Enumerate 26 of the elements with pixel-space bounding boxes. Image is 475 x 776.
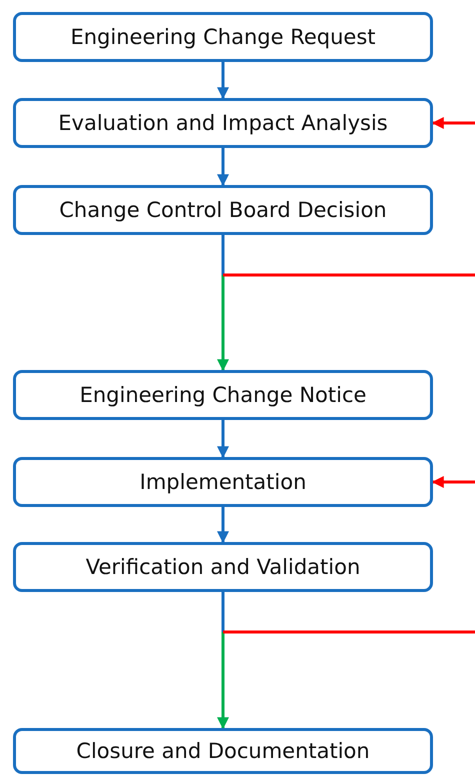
process-box	[13, 98, 433, 148]
connector-line	[222, 235, 224, 275]
step-label: Change Control Board Decision	[59, 198, 387, 222]
process-box	[13, 370, 433, 420]
arrow	[217, 148, 229, 186]
process-box	[13, 542, 433, 592]
connector-line	[222, 592, 224, 632]
process-box	[13, 12, 433, 62]
process-box	[13, 728, 433, 774]
step-label: Closure and Documentation	[76, 739, 370, 763]
arrow	[217, 275, 229, 372]
step-label: Engineering Change Request	[70, 25, 376, 49]
process-box	[13, 457, 433, 507]
arrow	[432, 476, 475, 488]
connector-line	[223, 630, 475, 634]
arrow	[217, 507, 229, 544]
connector-line	[223, 274, 475, 276]
step-label: Verification and Validation	[86, 555, 360, 579]
step-label: Engineering Change Notice	[80, 383, 366, 407]
arrow	[217, 420, 229, 458]
step-label: Evaluation and Impact Analysis	[58, 111, 388, 135]
process-box	[13, 185, 433, 235]
step-label: Implementation	[140, 470, 306, 494]
arrow	[217, 62, 229, 100]
arrow	[217, 632, 229, 730]
arrow	[432, 117, 475, 129]
